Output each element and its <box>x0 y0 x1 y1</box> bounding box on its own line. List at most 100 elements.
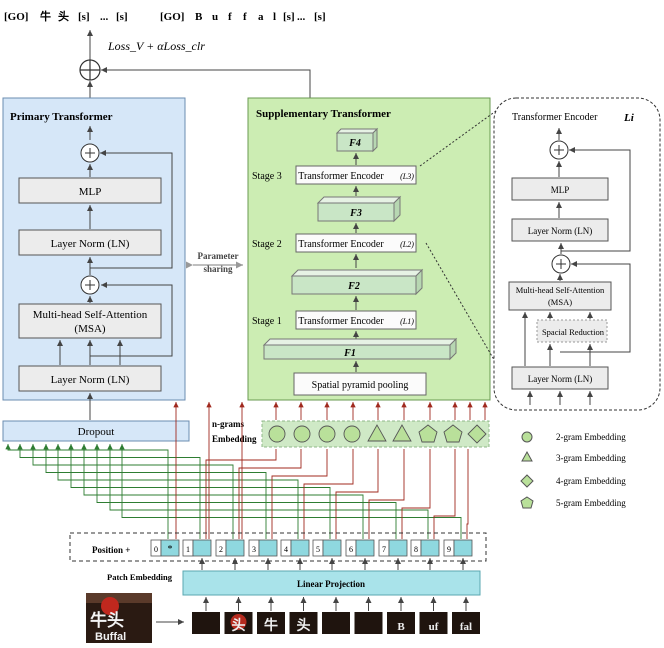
image-patch: fal <box>452 612 480 634</box>
green-connector <box>119 444 462 539</box>
position-index: 0 <box>154 545 158 554</box>
position-token-row <box>69 532 487 562</box>
enc-layernorm-top-label: Layer Norm (LN) <box>528 226 592 236</box>
red-connector <box>401 449 431 539</box>
position-token: 9 <box>443 539 473 557</box>
en-char: B <box>195 11 203 23</box>
position-token: 5 <box>312 539 342 557</box>
f3-label: F3 <box>349 208 362 219</box>
red-connector <box>335 449 379 539</box>
l1-label: (L1) <box>400 317 414 326</box>
cn-char-2: 头 <box>58 9 69 23</box>
green-connector <box>5 444 169 539</box>
enc-msa-label-2: (MSA) <box>548 297 572 307</box>
feature-block-f1: F1 <box>262 337 458 361</box>
ngram-4gram-diamond <box>467 424 487 444</box>
primary-layernorm-top <box>18 229 162 256</box>
feature-block-f2: F2 <box>290 268 424 296</box>
red-connector <box>303 449 354 539</box>
ngrams-label-1: n-grams <box>212 419 244 429</box>
ellipsis: ... <box>297 11 306 23</box>
ngram-2gram-circle <box>293 425 311 443</box>
encoder-detail-panel <box>493 97 661 411</box>
green-connector <box>107 444 429 539</box>
zoom-link-line <box>425 242 501 371</box>
linear-projection-label: Linear Projection <box>297 579 365 589</box>
encoder-stage2-label: Transformer Encoder <box>298 239 384 250</box>
green-connector <box>81 444 364 539</box>
f4-label: F4 <box>348 138 361 149</box>
ellipsis: ... <box>100 11 109 23</box>
en-char: u <box>212 11 218 23</box>
position-token: 8 <box>410 539 440 557</box>
red-connector <box>368 449 405 539</box>
position-index: 8 <box>414 545 418 554</box>
encoder-stage3 <box>295 165 417 185</box>
patch-glyph: fal <box>460 621 472 633</box>
ngram-2gram-circle <box>318 425 336 443</box>
encoder-detail-title: Transformer Encoder <box>512 112 598 123</box>
dropout-block <box>2 420 190 442</box>
input-image: 牛头 Buffal <box>86 593 152 643</box>
ngram-2gram-circle <box>343 425 361 443</box>
ngram-legend: 2-gram Embedding 3-gram Embedding 4-gram… <box>520 431 626 509</box>
end-token: [s] <box>78 11 90 23</box>
patch-glyph: 头 <box>232 617 246 634</box>
position-index: 1 <box>186 545 190 554</box>
legend-5gram: 5-gram Embedding <box>556 498 626 508</box>
primary-title: Primary Transformer <box>10 111 113 123</box>
patch-embedding-label: Patch Embedding <box>107 572 173 582</box>
red-connector <box>271 449 328 539</box>
encoder-stage2 <box>295 233 417 253</box>
image-patch <box>354 612 383 634</box>
stage1-label: Stage 1 <box>252 316 282 327</box>
go-token-en: [GO] <box>160 11 184 23</box>
param-sharing-label-2: sharing <box>203 264 233 274</box>
dropout-label: Dropout <box>78 426 115 438</box>
patch-glyph: uf <box>429 621 439 633</box>
position-token: 2 <box>215 539 245 557</box>
l3-label: (L3) <box>400 172 414 181</box>
param-sharing-label-1: Parameter <box>198 251 239 261</box>
image-english-text: Buffal <box>95 631 126 643</box>
legend-4gram: 4-gram Embedding <box>556 476 626 486</box>
cls-token-star: * <box>168 544 173 555</box>
supplementary-title: Supplementary Transformer <box>256 108 391 120</box>
position-index: 2 <box>219 545 223 554</box>
encoder-stage3-label: Transformer Encoder <box>298 171 384 182</box>
image-patch: 头 <box>224 612 253 634</box>
position-index: 4 <box>284 545 288 554</box>
red-connector <box>205 449 277 539</box>
primary-msa-block <box>18 303 162 339</box>
position-token: 6 <box>345 539 375 557</box>
position-token: 0* <box>150 539 180 557</box>
stage3-label: Stage 3 <box>252 171 282 182</box>
position-index: 3 <box>252 545 256 554</box>
red-connector <box>433 449 456 539</box>
spp-label: Spatial pyramid pooling <box>312 380 409 391</box>
end-token: [s] <box>314 11 326 23</box>
end-token: [s] <box>116 11 128 23</box>
position-token: 3 <box>248 539 278 557</box>
li-label: Li <box>623 112 635 124</box>
image-patch: 头 <box>289 612 318 634</box>
legend-2gram-icon <box>521 431 533 443</box>
ngram-3gram-triangle <box>392 424 412 442</box>
position-label: Position + <box>92 545 130 555</box>
spatial-reduction-label: Spacial Reduction <box>542 327 605 337</box>
ngram-5gram-pentagon <box>418 424 438 443</box>
encoder-stage1 <box>295 310 417 330</box>
enc-msa-label-1: Multi-head Self-Attention <box>516 285 605 295</box>
position-index: 9 <box>447 545 451 554</box>
red-connector <box>466 449 469 539</box>
red-connector <box>238 449 302 539</box>
green-connector <box>30 444 234 539</box>
position-token: 4 <box>280 539 310 557</box>
ngrams-label-2: Embedding <box>212 434 257 444</box>
zoom-link-line <box>419 107 501 167</box>
image-chinese-text: 牛头 <box>90 610 124 630</box>
green-connector <box>43 444 267 539</box>
